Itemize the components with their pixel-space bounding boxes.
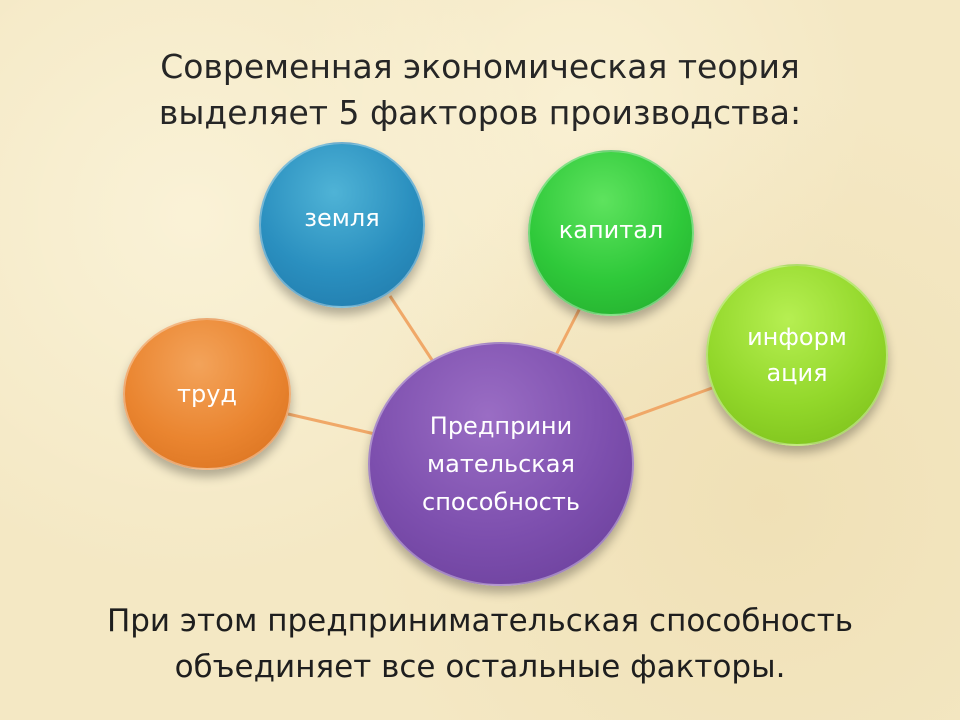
connector-land (388, 295, 434, 361)
connector-labor (287, 412, 376, 436)
slide-title-line-2: выделяет 5 факторов производства: (158, 93, 802, 132)
factor-labor-label: труд (176, 380, 237, 408)
factor-information-node: информ ация (706, 264, 888, 446)
factor-labor-node: труд (123, 318, 291, 470)
factor-information-label: информ ация (747, 323, 847, 387)
slide-title: Современная экономическая теория выделяе… (0, 44, 960, 136)
factor-capital-label: капитал (558, 216, 664, 244)
factor-capital-node: капитал (528, 150, 694, 316)
entrepreneurship-center-node: Предприни мательская способность (368, 342, 634, 586)
slide-title-line-1: Современная экономическая теория (160, 47, 800, 86)
slide-footer-line-2: объединяет все остальные факторы. (174, 649, 786, 685)
factor-land-label: земля (304, 204, 380, 232)
connector-information (623, 386, 713, 422)
slide-footer: При этом предпринимательская способность… (0, 598, 960, 690)
connector-capital (554, 307, 582, 356)
slide-footer-line-1: При этом предпринимательская способность (106, 603, 854, 639)
factor-land-node: земля (259, 142, 425, 308)
entrepreneurship-center-label: Предприни мательская способность (422, 412, 580, 516)
